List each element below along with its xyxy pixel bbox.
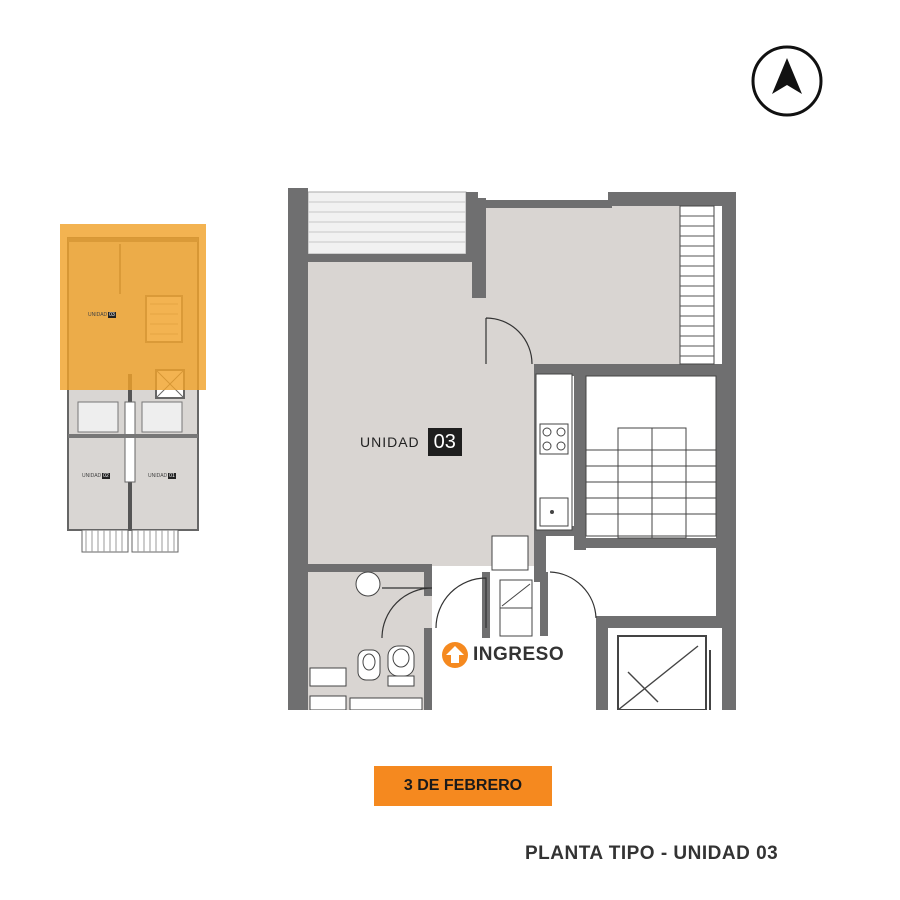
walls xyxy=(288,188,736,710)
unit-label: UNIDAD 03 xyxy=(360,427,462,457)
entrance-marker: INGRESO xyxy=(441,640,564,670)
key-plan-drawing xyxy=(60,224,206,553)
unit-number: 03 xyxy=(427,428,462,456)
staircase xyxy=(585,375,717,539)
stair-door xyxy=(549,571,597,619)
north-arrow-icon xyxy=(751,45,823,117)
entry-door xyxy=(435,577,487,629)
bathroom-door xyxy=(381,587,433,639)
cooktop xyxy=(539,423,569,455)
bidet xyxy=(357,649,381,681)
bedroom-closet xyxy=(679,205,715,365)
street-label: 3 DE FEBRERO xyxy=(403,777,523,794)
floor-plan xyxy=(288,188,736,710)
water-heater xyxy=(355,571,381,597)
bedroom-floor xyxy=(482,206,680,364)
fridge xyxy=(491,535,529,571)
highlight-unit-03 xyxy=(60,224,206,390)
street-badge: 3 DE FEBRERO xyxy=(374,766,552,806)
entrance-label: INGRESO xyxy=(473,644,565,665)
balcony xyxy=(307,191,467,255)
plan-caption: PLANTA TIPO - UNIDAD 03 xyxy=(525,843,779,864)
bathroom-shelf xyxy=(309,667,347,687)
unit-word: UNIDAD xyxy=(360,434,420,450)
bedroom-door xyxy=(485,317,533,365)
toilet xyxy=(387,645,415,687)
up-arrow-icon xyxy=(442,642,468,668)
